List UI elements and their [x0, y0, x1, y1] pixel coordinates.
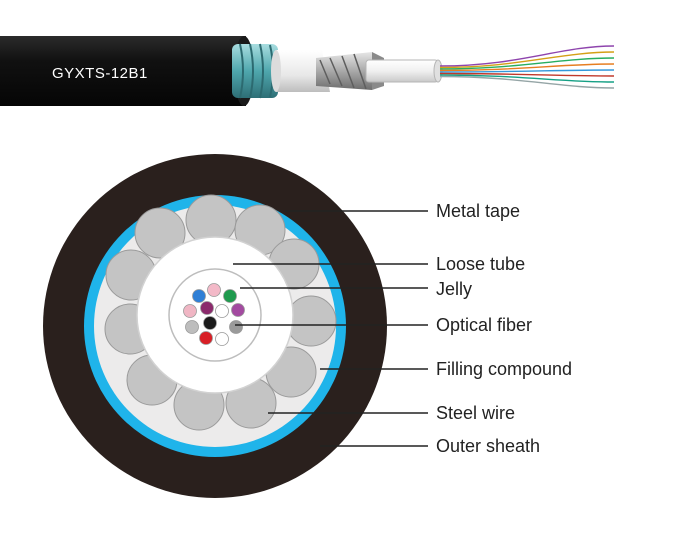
fiber-4 [183, 304, 197, 318]
fiber-3 [223, 289, 237, 303]
fiber-6 [215, 304, 229, 318]
fiber-1 [192, 289, 206, 303]
callout-outer-sheath: Outer sheath [436, 436, 540, 456]
fiber-2 [207, 283, 221, 297]
cable-label: GYXTS-12B1 [52, 65, 148, 82]
cable-cross-section [43, 154, 387, 498]
loose-tube-inner [168, 268, 262, 362]
fiber-strand-7 [439, 74, 615, 83]
fiber-7 [231, 303, 245, 317]
fiber-strand-1 [439, 45, 615, 67]
fiber-strand-5 [439, 69, 615, 73]
fiber-strand-3 [439, 57, 615, 70]
cable-loose-tube-side [365, 59, 443, 83]
fiber-5 [200, 301, 214, 315]
callout-optical-fiber: Optical fiber [436, 315, 532, 335]
fiber-strand-8 [439, 75, 615, 89]
callout-loose-tube: Loose tube [436, 254, 525, 274]
loose-tube [136, 236, 294, 394]
leader-lines [233, 210, 428, 447]
steel-wire-11 [134, 207, 186, 259]
callout-metal-tape: Metal tape [436, 201, 520, 221]
fiber-10 [229, 320, 243, 334]
fiber-strands [439, 45, 615, 89]
fiber-9 [203, 316, 217, 330]
fiber-8 [185, 320, 199, 334]
fiber-11 [199, 331, 213, 345]
fiber-12 [215, 332, 229, 346]
callout-jelly: Jelly [436, 279, 472, 299]
cable-side-view [0, 36, 615, 106]
cable-outer-sheath-side [0, 36, 246, 106]
optical-fibers [183, 283, 245, 346]
callout-labels: Metal tape Loose tube Jelly Optical fibe… [436, 201, 572, 456]
fiber-strand-4 [439, 63, 615, 72]
fiber-strand-2 [439, 51, 615, 69]
callout-filling-compound: Filling compound [436, 359, 572, 379]
fiber-strand-6 [439, 72, 615, 77]
callout-steel-wire: Steel wire [436, 403, 515, 423]
